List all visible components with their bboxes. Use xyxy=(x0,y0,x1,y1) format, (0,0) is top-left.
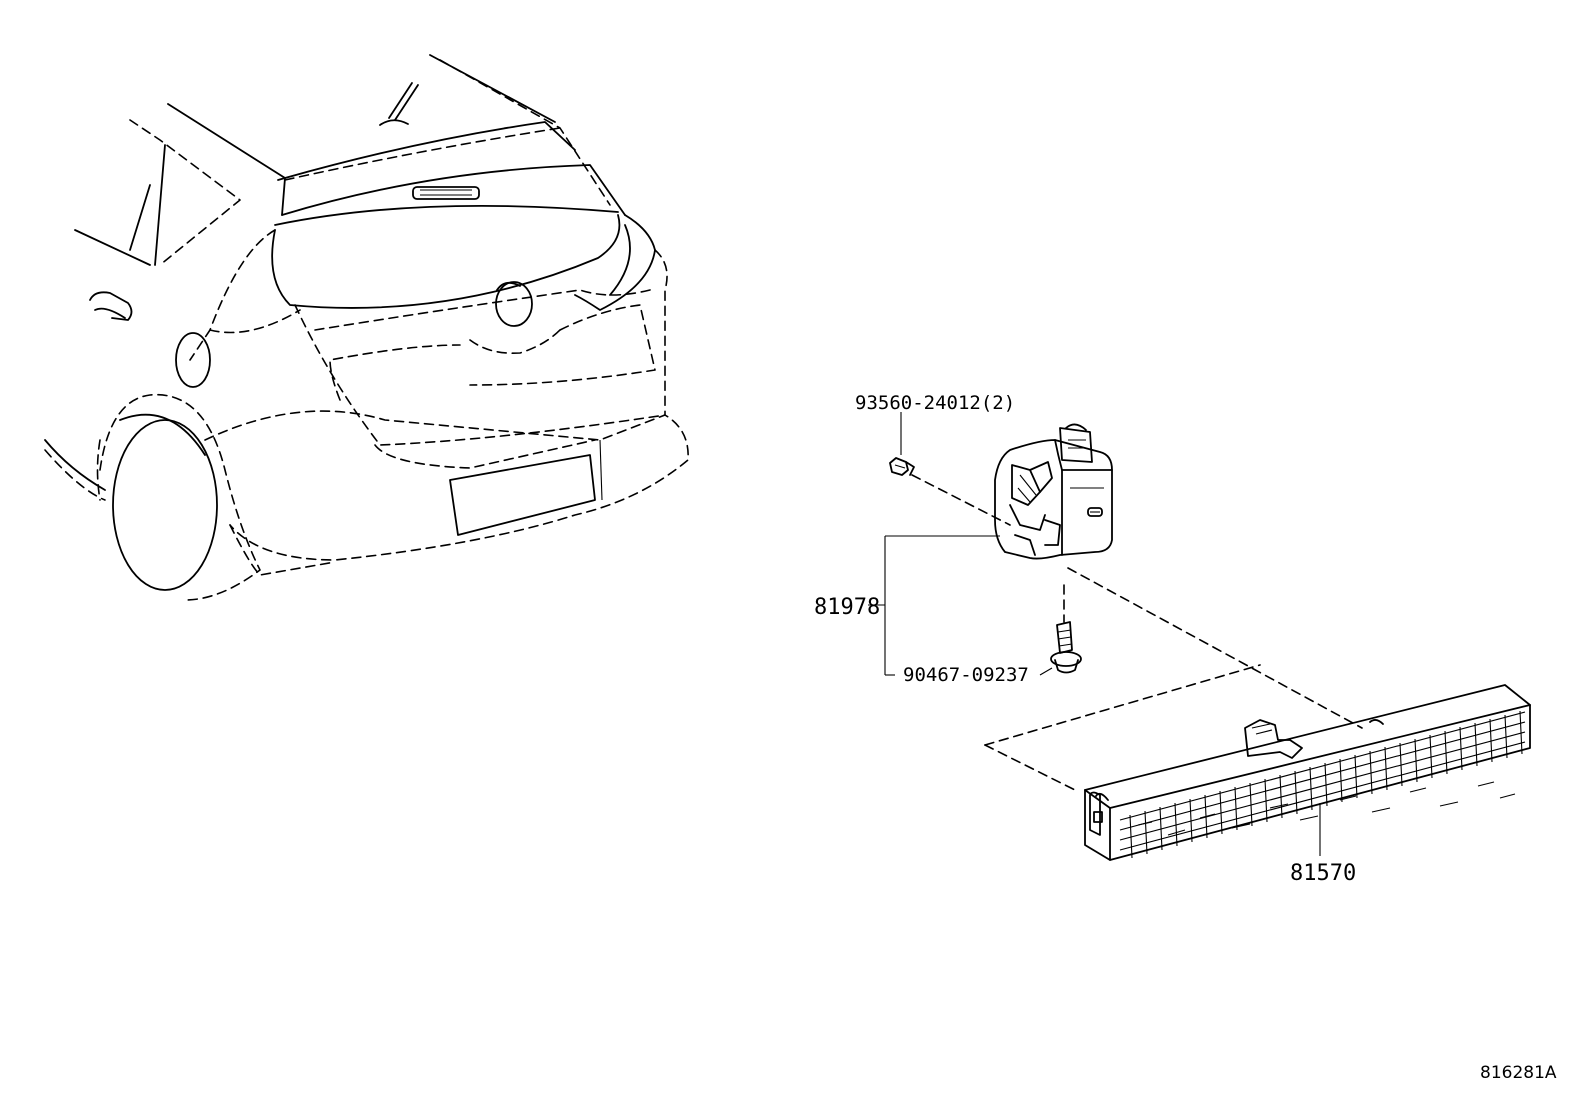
screw-lower xyxy=(1050,621,1082,674)
reference-code: 816281A xyxy=(1480,1063,1557,1083)
lens-pattern xyxy=(1119,710,1526,859)
bolt-upper xyxy=(889,457,915,476)
callout-bracket-assy: 81978 xyxy=(814,595,880,620)
bracket-assembly xyxy=(994,423,1113,560)
leader-lines xyxy=(868,412,1363,856)
callout-bolt-upper: 93560-24012(2) xyxy=(855,392,1015,414)
high-mount-stop-lamp xyxy=(1084,684,1531,861)
callout-screw-lower: 90467-09237 xyxy=(903,664,1029,686)
vehicle-rear-illustration xyxy=(44,54,689,601)
callout-stop-lamp: 81570 xyxy=(1290,861,1356,886)
